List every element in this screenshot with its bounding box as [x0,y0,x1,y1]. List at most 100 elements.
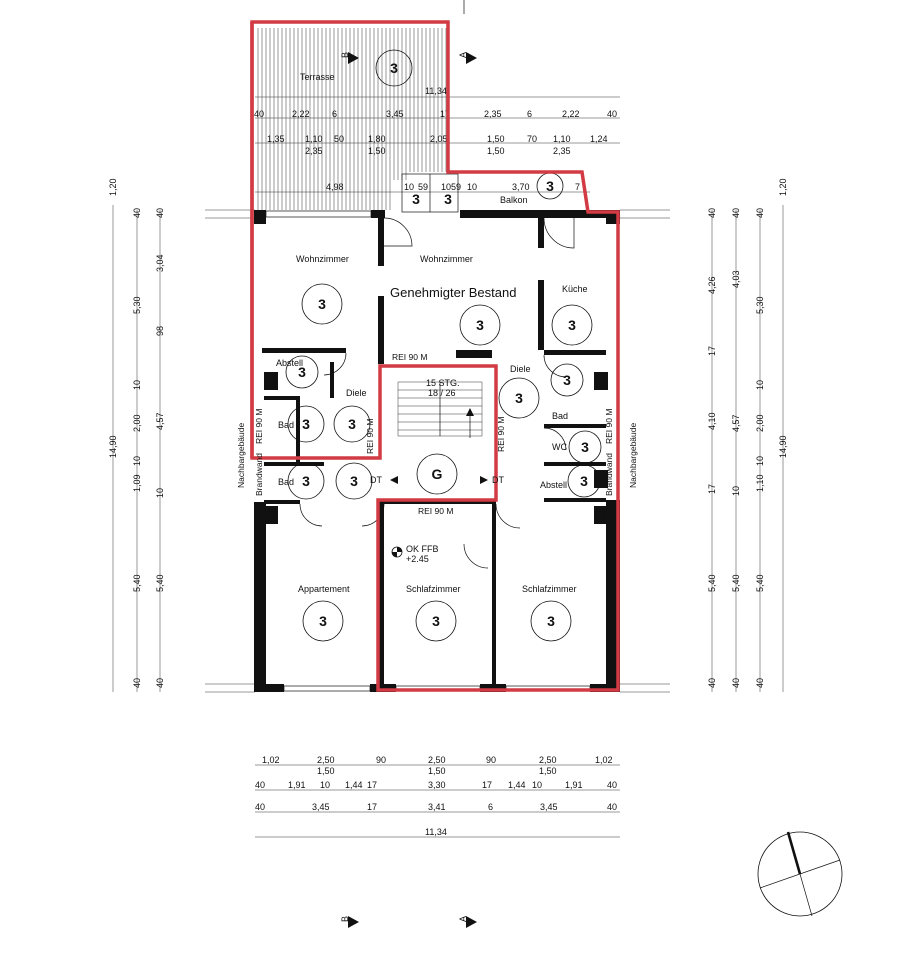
dim: 40 [255,780,265,790]
terrace-hatching [257,28,447,210]
room-kueche: Küche [562,284,588,294]
dim: 17 [440,109,450,119]
dim: 17 [707,484,717,494]
room-bad-left-1: Bad [278,420,294,430]
dimensions-top: 11,34 40 2,22 6 3,45 17 2,35 6 2,22 40 1… [254,86,620,213]
stair-ratio: 18 / 26 [428,388,456,398]
marker-circle [375,49,413,87]
room-appartement: Appartement [298,584,350,594]
dim: 40 [607,109,617,119]
dim: 98 [155,326,165,336]
stair-steps: 15 STG. [426,378,460,388]
section-a-top: A [458,52,468,58]
terrace-area: Terrasse 3 B A [257,0,477,210]
dim: 17 [367,802,377,812]
dim: 1,50 [368,146,386,156]
dim: 1,91 [288,780,306,790]
okffb-label: OK FFB [406,544,439,554]
dt-right-label: DT [492,475,504,485]
terrace-label: Terrasse [300,72,335,82]
room-schlafzimmer-1: Schlafzimmer [406,584,461,594]
marker-3: 3 [581,439,589,455]
dim: 1,50 [487,134,505,144]
red-boundaries [250,20,620,692]
dim: 59 [451,182,461,192]
staircase: 15 STG. 18 / 26 [397,378,483,438]
dim: 5,30 [132,296,142,314]
dim: 2,50 [539,755,557,765]
dim: 40 [254,109,264,119]
section-arrow-b-bottom [348,916,359,928]
dim: 1,10 [755,474,765,492]
dim: 5,40 [755,574,765,592]
dim: 1,02 [262,755,280,765]
room-wohnzimmer-1: Wohnzimmer [296,254,349,264]
marker-3: 3 [515,390,523,406]
dim: 1,44 [345,780,363,790]
dim: 3,04 [155,254,165,272]
dim: 10 [441,182,451,192]
marker-3: 3 [412,191,420,207]
marker-3: 3 [298,364,306,380]
dimensions-right: 40 4,26 17 4,10 17 5,40 40 40 4,03 4,57 … [707,178,788,692]
room-labels: Wohnzimmer Wohnzimmer Küche Genehmigter … [236,254,638,594]
section-b-bottom: B [340,916,350,922]
rei-label-vertical: REI 90 M [254,409,264,444]
dim: 14,90 [108,435,118,458]
room-schlafzimmer-2: Schlafzimmer [522,584,577,594]
dim: 3,45 [386,109,404,119]
dim-total-bottom: 11,34 [425,827,447,837]
dim: 5,40 [707,574,717,592]
room-bad-right: Bad [552,411,568,421]
dim: 40 [255,802,265,812]
marker-3: 3 [390,60,398,76]
marker-g: G [432,466,443,482]
dim: 10 [731,486,741,496]
dim: 10 [532,780,542,790]
marker-3: 3 [563,372,571,388]
dim: 5,30 [755,296,765,314]
dim: 17 [367,780,377,790]
dim: 40 [731,678,741,688]
dim: 2,00 [132,414,142,432]
dim: 4,98 [326,182,344,192]
room-abstell-right: Abstell [540,480,567,490]
room-diele-left: Diele [346,388,367,398]
north-arrow-icon [757,831,843,917]
section-arrow-a-bottom [466,916,477,928]
dim: 40 [707,208,717,218]
dim: 4,26 [707,276,717,294]
dim: 10 [755,456,765,466]
dim: 70 [527,134,537,144]
dim: 10 [155,488,165,498]
dim: 40 [707,678,717,688]
dim: 10 [404,182,414,192]
marker-3: 3 [302,416,310,432]
dt-left-label: DT [370,475,382,485]
rei-label-vertical: REI 90 M [365,419,375,454]
dim: 50 [334,134,344,144]
section-arrow-a-top [466,52,477,64]
dim: 3,45 [540,802,558,812]
dim: 17 [482,780,492,790]
dim: 2,00 [755,414,765,432]
dim: 1,50 [317,766,335,776]
dim: 1,50 [428,766,446,776]
room-wc: WC [552,442,567,452]
dim: 40 [607,802,617,812]
dim: 40 [132,678,142,688]
dim: 4,57 [731,414,741,432]
dim: 6 [332,109,337,119]
dim: 1,91 [565,780,583,790]
dim: 4,57 [155,412,165,430]
dim: 10 [755,380,765,390]
dim: 10 [132,456,142,466]
room-markers: 3 3 3 3 3 3 3 3 3 3 3 3 G 3 3 3 [285,283,602,642]
rei-label: REI 90 M [418,506,453,516]
marker-3: 3 [568,317,576,333]
dim: 7 [575,182,580,192]
brandwand-label: Brandwand [254,453,264,496]
brandwand-label: Brandwand [604,453,614,496]
dim: 10 [467,182,477,192]
dim: 2,22 [292,109,310,119]
